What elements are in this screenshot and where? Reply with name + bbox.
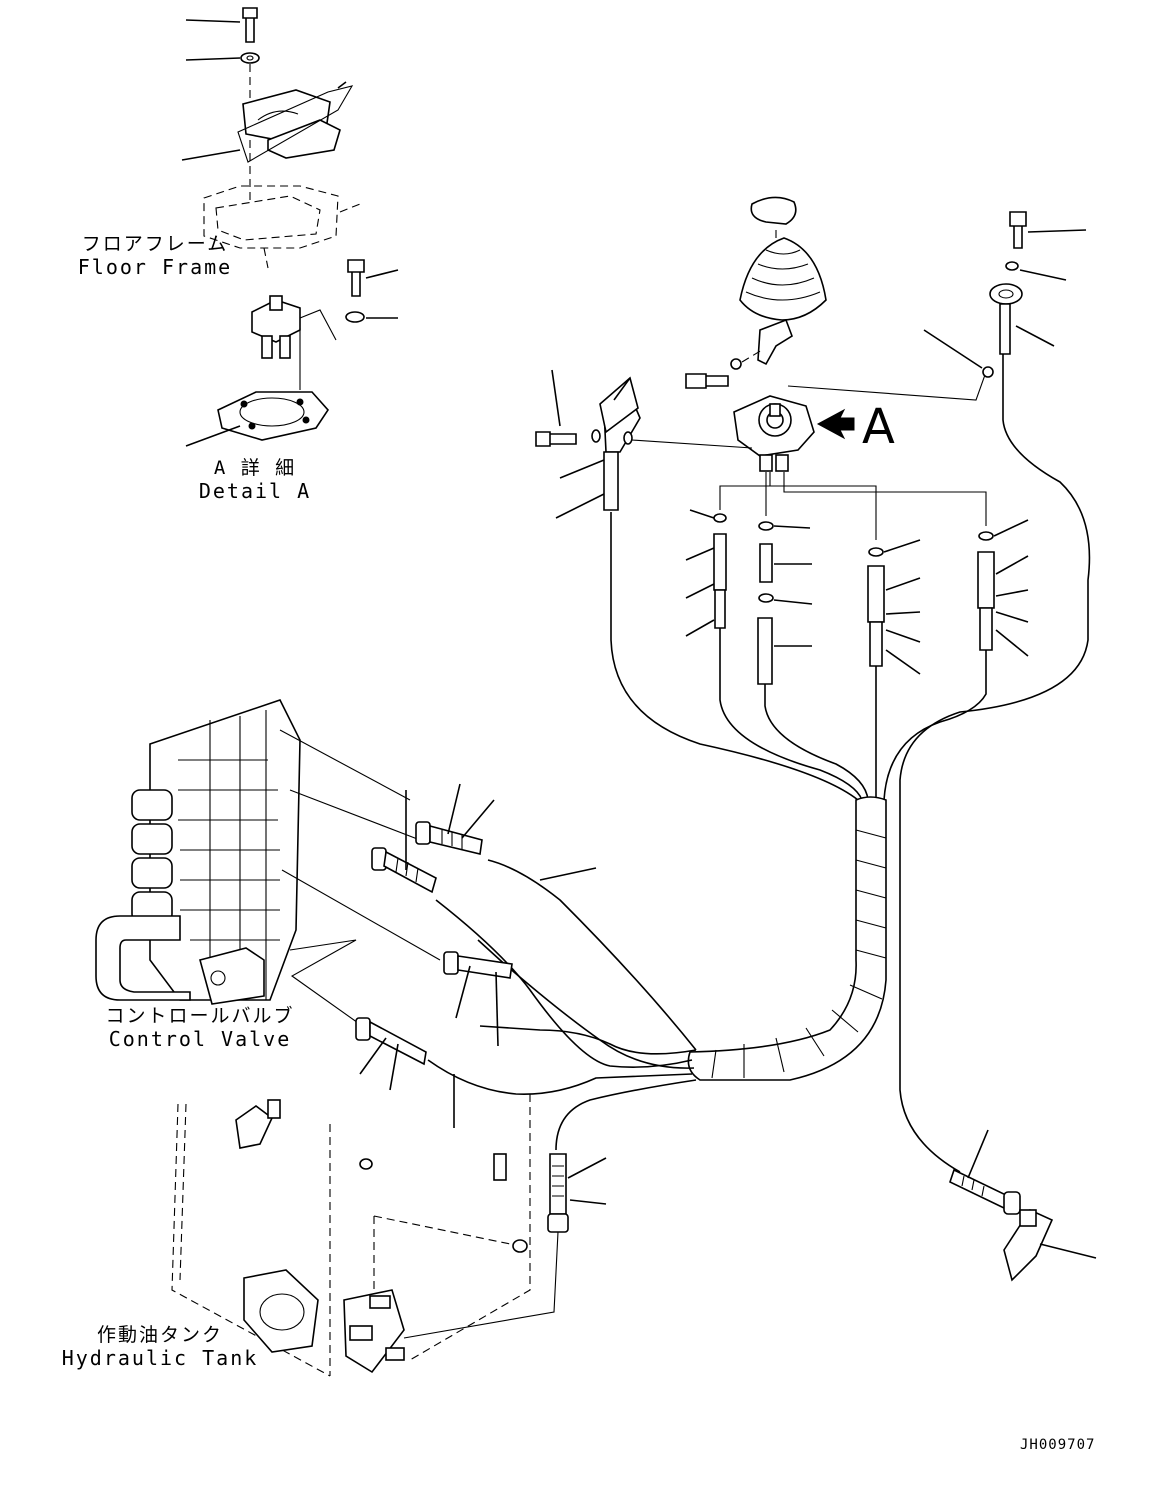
control-valve-hose-fittings xyxy=(355,783,513,1128)
hose-routing xyxy=(427,354,1091,1173)
control-valve xyxy=(95,699,441,1031)
control-valve-label-en: Control Valve xyxy=(108,1026,292,1051)
upper-right-hose xyxy=(923,211,1087,378)
detail-a-label-en: Detail A xyxy=(198,478,312,503)
view-arrow-label: A xyxy=(862,399,895,455)
detail-a-label-jp: A 詳 細 xyxy=(213,457,297,479)
lower-right-hose-end xyxy=(949,1129,1097,1282)
hydraulic-tank-label: 作動油タンク Hydraulic Tank xyxy=(60,1324,260,1370)
floor-frame-label-jp: フロアフレーム xyxy=(81,233,229,255)
control-valve-label: コントロールバルブ Control Valve xyxy=(100,1005,300,1051)
floor-frame-assembly xyxy=(181,7,399,447)
ppc-hose-fittings xyxy=(685,509,1029,685)
hydraulic-tank xyxy=(171,1094,607,1377)
ppc-valve-assembly xyxy=(685,196,987,540)
drawing-code: JH009707 xyxy=(1020,1437,1096,1453)
floor-frame-label: フロアフレーム Floor Frame xyxy=(70,233,240,279)
detail-a-label: A 詳 細 Detail A xyxy=(190,457,320,503)
left-elbow-fitting xyxy=(535,369,753,519)
hydraulic-tank-label-en: Hydraulic Tank xyxy=(61,1345,259,1370)
control-valve-label-jp: コントロールバルブ xyxy=(105,1005,295,1027)
hydraulic-tank-label-jp: 作動油タンク xyxy=(96,1324,223,1346)
floor-frame-label-en: Floor Frame xyxy=(77,254,233,279)
